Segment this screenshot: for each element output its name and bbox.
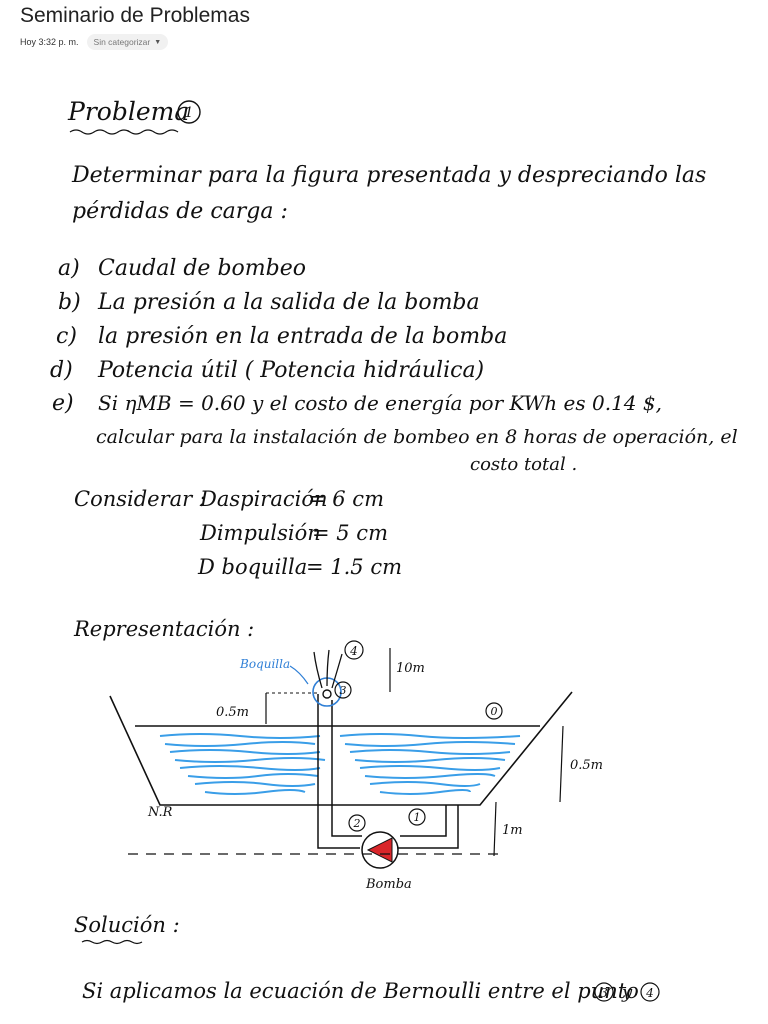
nozzle-label: Boquilla: [239, 657, 290, 671]
dim-right-line: [559, 725, 564, 803]
point-3-label: 3: [340, 684, 347, 697]
point-4-circle: [344, 640, 364, 660]
consider-boquilla-value: = 1.5 cm: [306, 555, 402, 579]
item-b-text: La presión a la salida de la bomba: [97, 290, 480, 315]
solution-point-a-circle: [594, 982, 614, 1002]
solution-label: Solución :: [74, 913, 180, 937]
note-header: Seminario de Problemas Hoy 3:32 p. m. Si…: [0, 0, 768, 60]
consider-boquilla-name: D boquilla: [197, 555, 307, 579]
representation-label: Representación :: [73, 617, 254, 641]
item-c-text: la presión en la entrada de la bomba: [98, 324, 507, 349]
pump-symbol: [366, 837, 393, 863]
solution-underline: [81, 939, 143, 945]
heading-number: 1: [185, 105, 194, 121]
consider-impulsion-value: = 5 cm: [312, 521, 388, 545]
dim-right-label: 0.5m: [570, 758, 603, 773]
solution-conjunction: y: [621, 982, 633, 1003]
point-3-circle: [334, 681, 352, 699]
item-c-marker: c): [56, 324, 77, 349]
dim-1m-label: 1m: [502, 823, 523, 838]
item-b-marker: b): [58, 290, 81, 315]
pump-label: Bomba: [365, 877, 412, 892]
water-fill: [159, 733, 521, 795]
item-e-text: Si ηMB = 0.60 y el costo de energía por …: [98, 391, 662, 415]
consider-label: Considerar :: [74, 487, 206, 511]
nozzle-point: [322, 689, 332, 699]
solution-point-a: 3: [600, 986, 608, 1000]
item-e-line-3: costo total .: [470, 454, 577, 475]
consider-aspiracion-value: = 6 cm: [308, 487, 384, 511]
suction-pipe-outer: [398, 805, 459, 849]
consider-impulsion-name: Dimpulsión: [199, 521, 321, 545]
note-canvas: Problema 1 Determinar para la figura pre…: [50, 97, 738, 1003]
heading-underline: [69, 129, 179, 135]
solution-point-b: 4: [645, 986, 654, 1000]
dim-1m-line: [493, 801, 497, 857]
category-label: Sin categorizar: [93, 37, 151, 47]
dim-left-label: 0.5m: [216, 705, 249, 720]
point-2-circle: [348, 814, 366, 832]
item-d-marker: d): [50, 358, 73, 383]
reference-label: N.R: [147, 805, 173, 820]
pump-casing: [361, 831, 399, 869]
consider-aspiracion-name: Daspiración: [199, 487, 328, 511]
item-e-marker: e): [52, 391, 74, 416]
solution-line: Si aplicamos la ecuación de Bernoulli en…: [82, 979, 639, 1003]
point-4-label: 4: [349, 644, 358, 658]
note-title[interactable]: Seminario de Problemas: [20, 4, 250, 27]
handwritten-note: Problema 1 Determinar para la figura pre…: [0, 60, 768, 1024]
item-d-text: Potencia útil ( Potencia hidráulica): [97, 358, 484, 383]
item-a-marker: a): [58, 256, 80, 281]
solution-point-b-circle: [640, 982, 660, 1002]
point-2-label: 2: [353, 817, 361, 830]
point-0-circle: [485, 702, 503, 720]
nozzle-arrow: [289, 665, 309, 685]
point-1-circle: [408, 808, 426, 826]
discharge-pipe-inner: [331, 700, 362, 837]
intro-line-1: Determinar para la figura presentada y d…: [71, 163, 706, 188]
suction-pipe-inner: [400, 805, 447, 837]
item-a-text: Caudal de bombeo: [98, 256, 306, 281]
point-1-label: 1: [414, 811, 421, 824]
note-meta: Hoy 3:32 p. m. Sin categorizar ▼: [20, 34, 169, 50]
category-dropdown[interactable]: Sin categorizar ▼: [86, 34, 169, 50]
chevron-down-icon: ▼: [154, 38, 162, 46]
point-0-label: 0: [491, 705, 498, 718]
heading-number-circle: [177, 100, 201, 124]
hydraulic-diagram: Bomba Boquilla 4 3 0 2 1 10m 0.5m 0.5m 1…: [109, 640, 603, 892]
note-timestamp: Hoy 3:32 p. m.: [20, 37, 79, 47]
tank-outline: [109, 691, 573, 806]
dim-10m-label: 10m: [396, 661, 425, 676]
discharge-pipe-outer: [317, 694, 360, 849]
water-jet: [313, 649, 343, 689]
intro-line-2: pérdidas de carga :: [72, 199, 288, 224]
problem-heading: Problema: [67, 97, 189, 126]
item-e-line-2: calcular para la instalación de bombeo e…: [96, 426, 738, 448]
